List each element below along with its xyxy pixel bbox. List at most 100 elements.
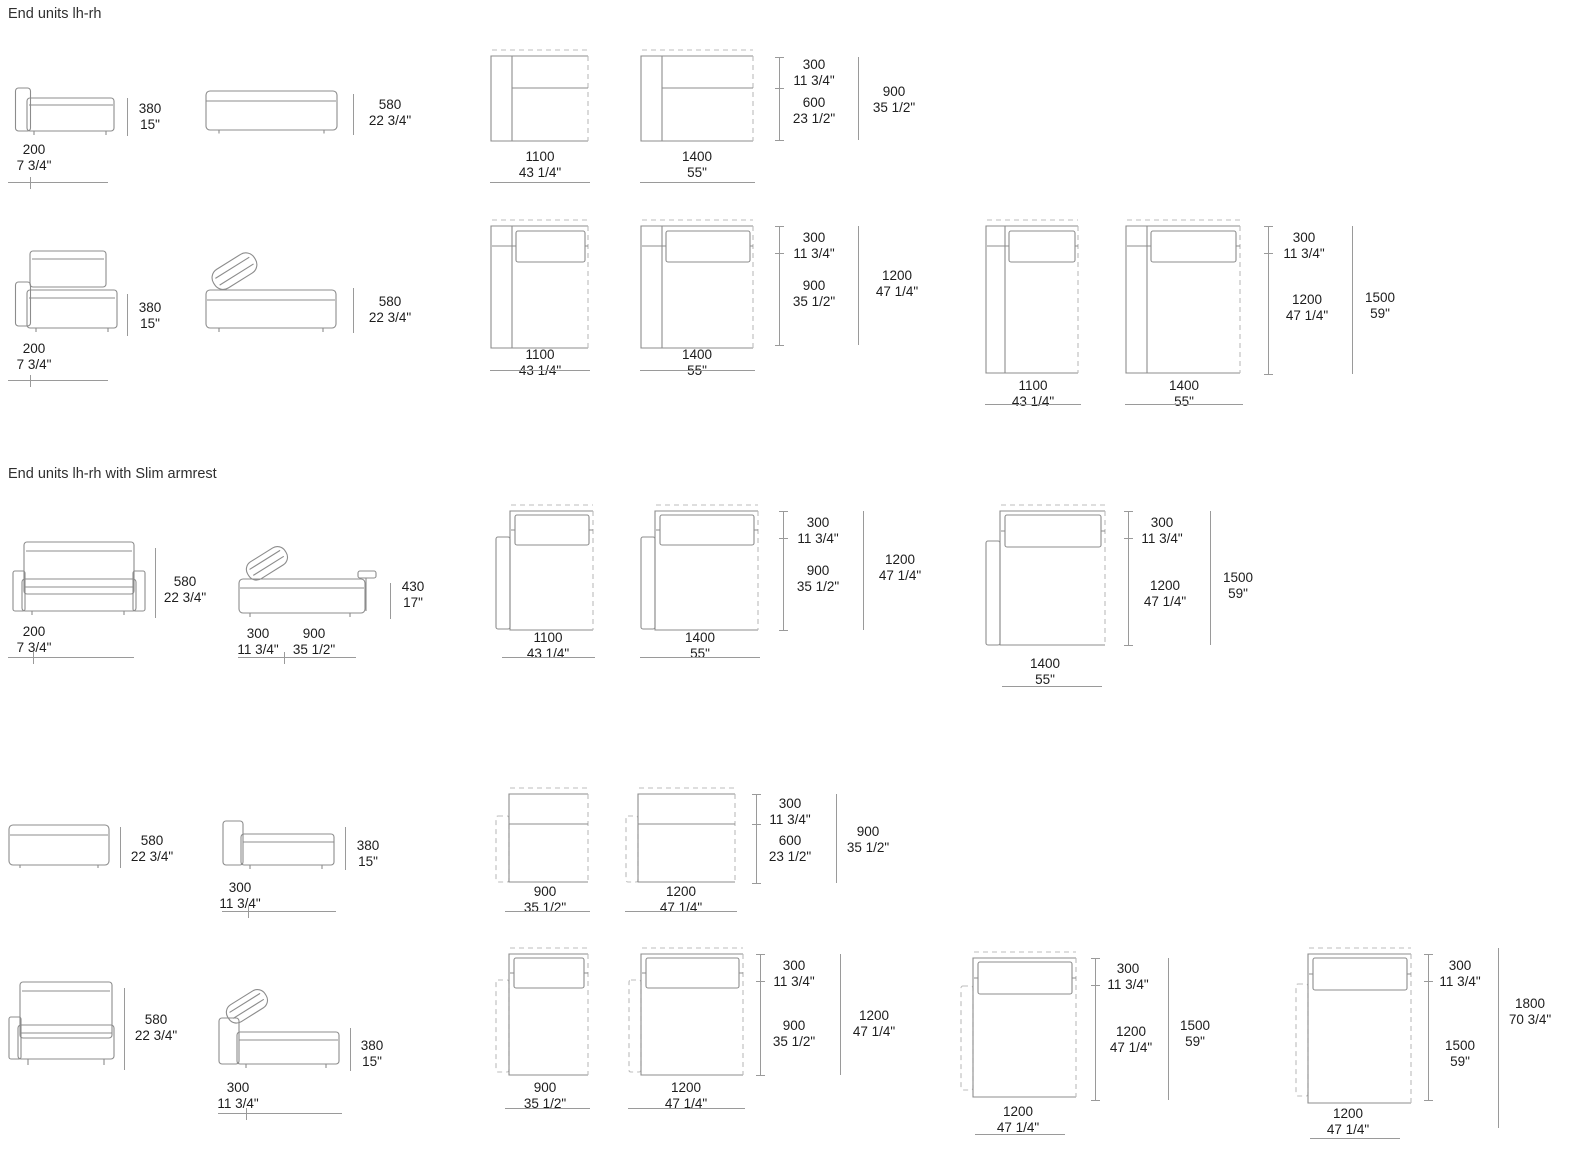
dim-tick (775, 253, 784, 254)
dim-tick (1424, 954, 1433, 955)
dim-mm: 1200 (858, 1008, 890, 1023)
dim-line-vertical (353, 94, 354, 135)
dim-line-vertical (1268, 226, 1269, 374)
dim-tick (779, 538, 788, 539)
figure-front-view-end-unit-backrest (14, 250, 120, 336)
dim-line-horizontal (640, 657, 760, 658)
dim-in: 35 1/2" (523, 899, 567, 915)
dim-tick (775, 140, 784, 141)
side-view-drawing (205, 252, 337, 332)
dim-in: 55" (690, 645, 710, 661)
dim-in: 43 1/4" (1011, 393, 1055, 409)
dim-mm: 1100 (525, 149, 555, 164)
dim-line-vertical (1352, 226, 1353, 374)
dim-mm: 380 (138, 300, 162, 315)
plan-view-drawing (495, 504, 594, 631)
dim-in: 23 1/2" (792, 110, 836, 126)
dim-mm: 300 (228, 880, 252, 895)
dim-in: 47 1/4" (996, 1119, 1040, 1135)
dim-mm: 900 (802, 278, 826, 293)
dim-mm: 600 (778, 833, 802, 848)
dim-in: 11 3/4" (217, 1095, 259, 1111)
dim-in: 11 3/4" (219, 895, 261, 911)
dim-mm: 430 (401, 579, 425, 594)
dim-in: 59" (1228, 585, 1248, 601)
section-title-slim-armrest: End units lh-rh with Slim armrest (8, 466, 217, 482)
dim-line-vertical (120, 827, 121, 868)
dim-mm: 300 (1292, 230, 1316, 245)
front-view-drawing (8, 824, 110, 868)
dim-mm: 1500 (1179, 1018, 1211, 1033)
figure-front-view-armless-unit (8, 824, 110, 869)
dim-mm: 380 (360, 1038, 384, 1053)
dim-mm: 300 (806, 515, 830, 530)
dim-in: 11 3/4" (237, 641, 279, 657)
plan-view-drawing (960, 951, 1077, 1098)
dim-in: 11 3/4" (1283, 245, 1325, 261)
dim-tick (1124, 645, 1133, 646)
front-view-drawing (14, 87, 115, 135)
dim-tick (775, 345, 784, 346)
dim-mm: 600 (802, 95, 826, 110)
dim-mm: 900 (533, 884, 557, 899)
dim-mm: 1200 (1332, 1106, 1364, 1121)
dim-line-horizontal (640, 182, 755, 183)
plan-view-drawing (628, 947, 744, 1076)
plan-view-drawing (495, 787, 589, 883)
dim-in: 7 3/4" (16, 356, 52, 372)
dim-in: 17" (403, 594, 423, 610)
front-view-drawing (12, 541, 146, 615)
figure-plan-headrest-900 (495, 946, 590, 1078)
dim-tick (775, 57, 784, 58)
dim-mm: 1200 (670, 1080, 702, 1095)
dim-mm: 1500 (1222, 570, 1254, 585)
figure-side-view-slim-armrest-chaise (238, 543, 378, 619)
figure-plan-slim-armrest-1400 (640, 503, 760, 631)
dim-tick (1091, 958, 1100, 959)
plan-view-drawing (640, 49, 754, 142)
plan-view-drawing (985, 504, 1106, 646)
dim-mm: 580 (173, 574, 197, 589)
dim-mm: 1200 (665, 884, 697, 899)
dim-tick (1124, 538, 1133, 539)
dim-line-horizontal (625, 911, 737, 912)
dim-in: 59" (1450, 1053, 1470, 1069)
dim-in: 35 1/2" (292, 641, 336, 657)
plan-view-drawing (495, 947, 589, 1076)
dim-in: 55" (687, 164, 707, 180)
figure-plan-end-unit-headrest-deep-1400 (1125, 218, 1243, 378)
dim-in: 55" (1174, 393, 1194, 409)
dim-in: 35 1/2" (846, 839, 890, 855)
figure-plan-headrest-deep-1200 (960, 950, 1078, 1102)
dim-in: 22 3/4" (130, 848, 174, 864)
dim-in: 43 1/4" (526, 645, 570, 661)
dim-tick (775, 226, 784, 227)
dim-in: 47 1/4" (1143, 593, 1187, 609)
dim-mm: 1800 (1514, 996, 1546, 1011)
side-view-drawing (238, 546, 377, 617)
dim-line-vertical (760, 954, 761, 1075)
dim-in: 11 3/4" (793, 72, 835, 88)
figure-plan-slim-armrest-deep-1400 (985, 503, 1107, 649)
dim-tick (1091, 1100, 1100, 1101)
dim-mm: 1100 (525, 347, 555, 362)
